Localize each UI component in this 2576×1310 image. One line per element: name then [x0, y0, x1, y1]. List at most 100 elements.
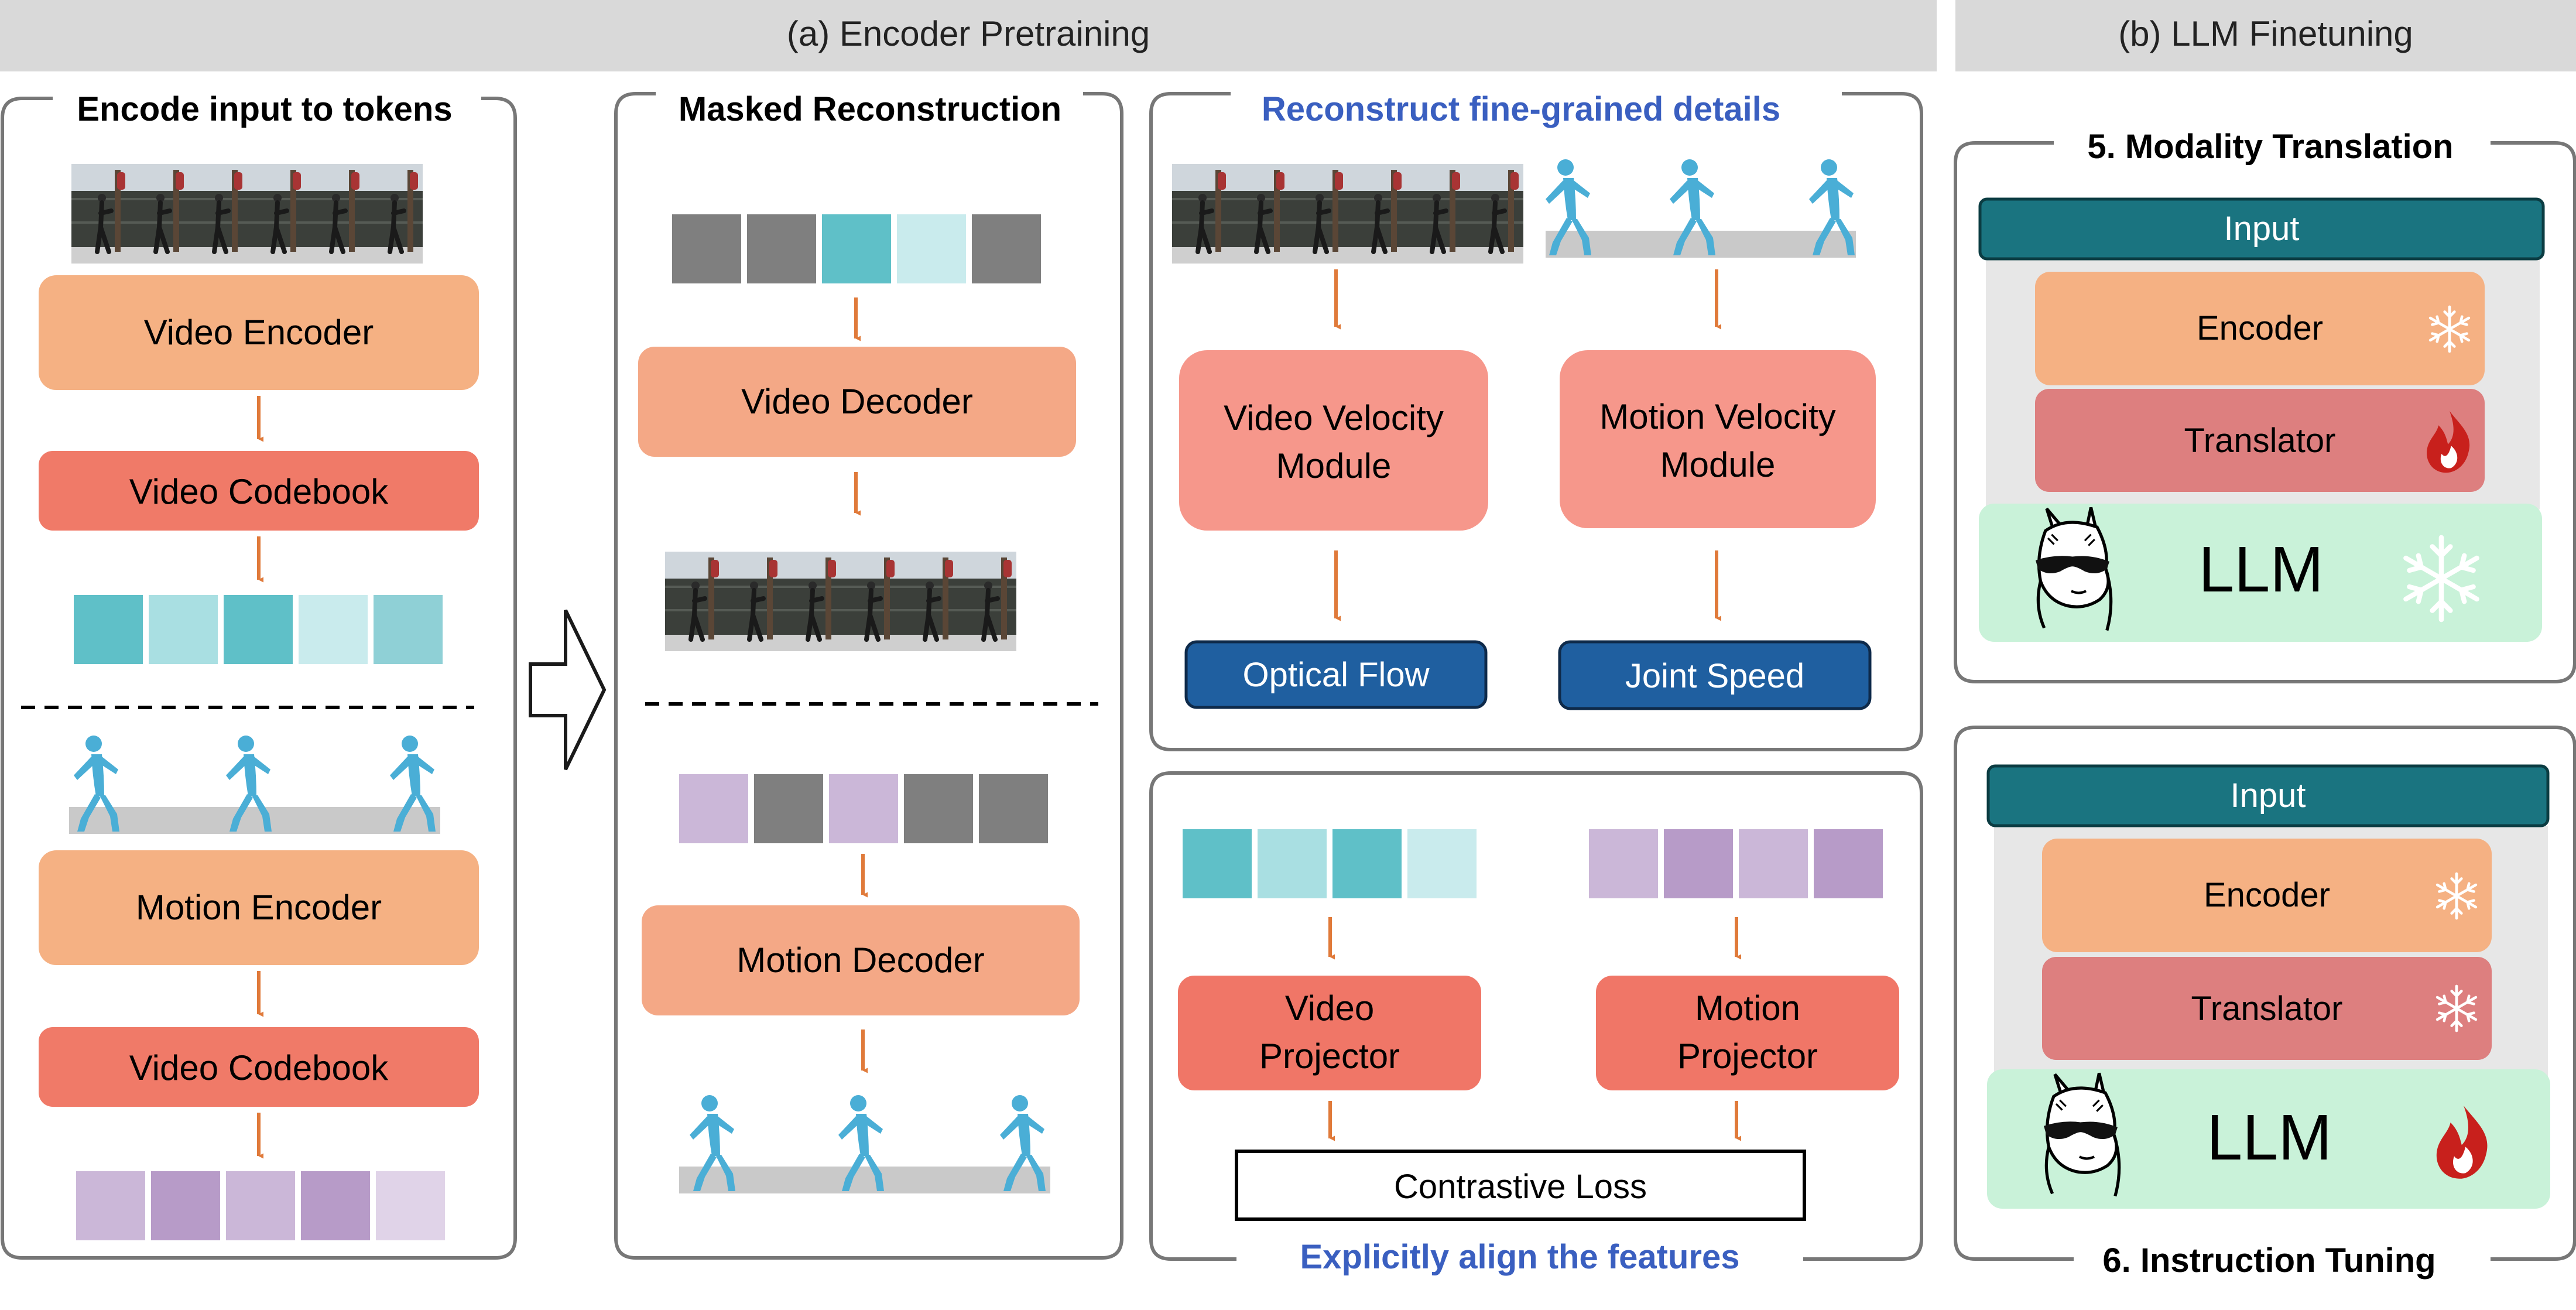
- instruction-encoder-box: Encoder: [2042, 839, 2492, 952]
- align-motion-token-row: [1589, 829, 1883, 898]
- video-token: [1332, 829, 1402, 898]
- motion-projector-label-line1: Motion: [1695, 989, 1800, 1028]
- motion-token: [226, 1171, 295, 1240]
- video-token: [822, 214, 891, 283]
- video-projector-box: Video Projector: [1178, 976, 1481, 1090]
- translation-translator-label: Translator: [2184, 422, 2336, 460]
- video-projector-label-line1: Video: [1285, 989, 1374, 1028]
- motion-token: [679, 774, 748, 843]
- motion-projector-label-line2: Projector: [1677, 1037, 1818, 1076]
- masked-video-token-row: [672, 214, 1041, 283]
- motion-token: [1739, 829, 1808, 898]
- instruction-translator-box: Translator: [2042, 957, 2492, 1060]
- motion-encoder-box: Motion Encoder: [39, 850, 479, 965]
- video-token: [74, 595, 143, 664]
- video-encoder-label: Video Encoder: [144, 313, 374, 352]
- masked-reconstruction-panel: Masked Reconstruction Video Decoder: [614, 90, 1123, 1260]
- masked-token: [754, 774, 823, 843]
- motion-decoder-label: Motion Decoder: [737, 940, 985, 980]
- fine-grained-panel: Reconstruct fine-grained details Video V…: [1149, 90, 1923, 751]
- align-features-panel: Explicitly align the features Video Proj…: [1149, 771, 1923, 1276]
- video-token: [224, 595, 293, 664]
- video-frames-strip: [71, 164, 423, 264]
- masked-token: [672, 214, 741, 283]
- translation-llm-label: LLM: [2198, 533, 2324, 606]
- motion-velocity-label-line2: Module: [1660, 445, 1776, 484]
- instruction-input-bar: Input: [1986, 764, 2550, 827]
- video-token: [149, 595, 218, 664]
- motion-token: [151, 1171, 220, 1240]
- motion-token: [829, 774, 898, 843]
- video-encoder-box: Video Encoder: [39, 275, 479, 390]
- motion-token: [1664, 829, 1733, 898]
- video-token: [374, 595, 443, 664]
- translation-translator-box: Translator: [2035, 389, 2485, 492]
- contrastive-loss-box: Contrastive Loss: [1235, 1150, 1806, 1221]
- motion-codebook-label: Video Codebook: [129, 1048, 389, 1087]
- encode-panel: Encode input to tokens Video Encoder Vid…: [1, 90, 517, 1260]
- motion-decoder-box: Motion Decoder: [642, 905, 1080, 1015]
- reconstructed-motion-poses: [679, 1095, 1050, 1193]
- align-panel-title: Explicitly align the features: [1300, 1238, 1740, 1276]
- optical-flow-label: Optical Flow: [1242, 656, 1430, 694]
- video-token: [1183, 829, 1252, 898]
- translation-input-label: Input: [2224, 210, 2300, 248]
- video-token-row: [74, 595, 443, 664]
- motion-velocity-module: Motion Velocity Module: [1560, 350, 1876, 528]
- translation-input-bar: Input: [1978, 197, 2545, 261]
- fine-video-frames: [1172, 164, 1523, 264]
- motion-token: [76, 1171, 145, 1240]
- translation-encoder-box: Encoder: [2035, 272, 2485, 385]
- motion-token: [1589, 829, 1658, 898]
- video-decoder-box: Video Decoder: [638, 347, 1076, 457]
- instruction-tuning-panel: 6. Instruction Tuning Input Encoder Tran…: [1954, 726, 2576, 1280]
- align-video-token-row: [1183, 829, 1477, 898]
- translation-llm-box: LLM: [1979, 504, 2542, 642]
- joint-speed-label: Joint Speed: [1625, 657, 1804, 695]
- flow-arrow-icon: [529, 609, 607, 771]
- video-token: [299, 595, 368, 664]
- instruction-input-label: Input: [2231, 777, 2306, 815]
- contrastive-loss-label: Contrastive Loss: [1394, 1168, 1647, 1206]
- fine-motion-poses: [1546, 159, 1856, 258]
- translation-encoder-label: Encoder: [2197, 309, 2323, 347]
- llm-finetuning-header: (b) LLM Finetuning: [1955, 0, 2576, 71]
- masked-token: [904, 774, 973, 843]
- joint-speed-output: Joint Speed: [1558, 640, 1872, 710]
- video-token: [1258, 829, 1327, 898]
- instruction-panel-title: 6. Instruction Tuning: [2102, 1241, 2435, 1280]
- motion-projector-box: Motion Projector: [1596, 976, 1899, 1090]
- video-token: [1407, 829, 1477, 898]
- motion-velocity-label-line1: Motion Velocity: [1599, 397, 1836, 436]
- translation-panel-title: 5. Modality Translation: [2087, 128, 2453, 166]
- masked-token: [972, 214, 1041, 283]
- motion-token: [1814, 829, 1883, 898]
- instruction-llm-label: LLM: [2207, 1102, 2332, 1174]
- instruction-encoder-label: Encoder: [2204, 876, 2330, 914]
- video-codebook-label: Video Codebook: [129, 472, 389, 511]
- instruction-llm-box: LLM: [1987, 1069, 2550, 1209]
- masked-panel-title: Masked Reconstruction: [679, 90, 1061, 128]
- masked-motion-token-row: [679, 774, 1048, 843]
- video-projector-label-line2: Projector: [1259, 1037, 1400, 1076]
- motion-codebook-box: Video Codebook: [39, 1027, 479, 1107]
- fine-panel-title: Reconstruct fine-grained details: [1262, 90, 1780, 128]
- video-codebook-box: Video Codebook: [39, 451, 479, 531]
- motion-token: [301, 1171, 370, 1240]
- masked-token: [747, 214, 816, 283]
- video-velocity-label-line1: Video Velocity: [1224, 398, 1444, 437]
- encoder-pretraining-title: (a) Encoder Pretraining: [787, 14, 1150, 53]
- video-velocity-label-line2: Module: [1276, 446, 1392, 485]
- encoder-pretraining-header: (a) Encoder Pretraining: [0, 0, 1937, 71]
- motion-token: [376, 1171, 445, 1240]
- masked-token: [979, 774, 1048, 843]
- instruction-translator-label: Translator: [2191, 990, 2343, 1028]
- llm-finetuning-title: (b) LLM Finetuning: [2118, 14, 2413, 53]
- encode-panel-title: Encode input to tokens: [77, 90, 452, 128]
- reconstructed-video-frames: [665, 552, 1016, 651]
- optical-flow-output: Optical Flow: [1184, 640, 1488, 709]
- motion-encoder-label: Motion Encoder: [136, 888, 382, 927]
- modality-translation-panel: 5. Modality Translation Input Encoder Tr…: [1954, 128, 2576, 683]
- motion-poses-strip: [69, 736, 440, 834]
